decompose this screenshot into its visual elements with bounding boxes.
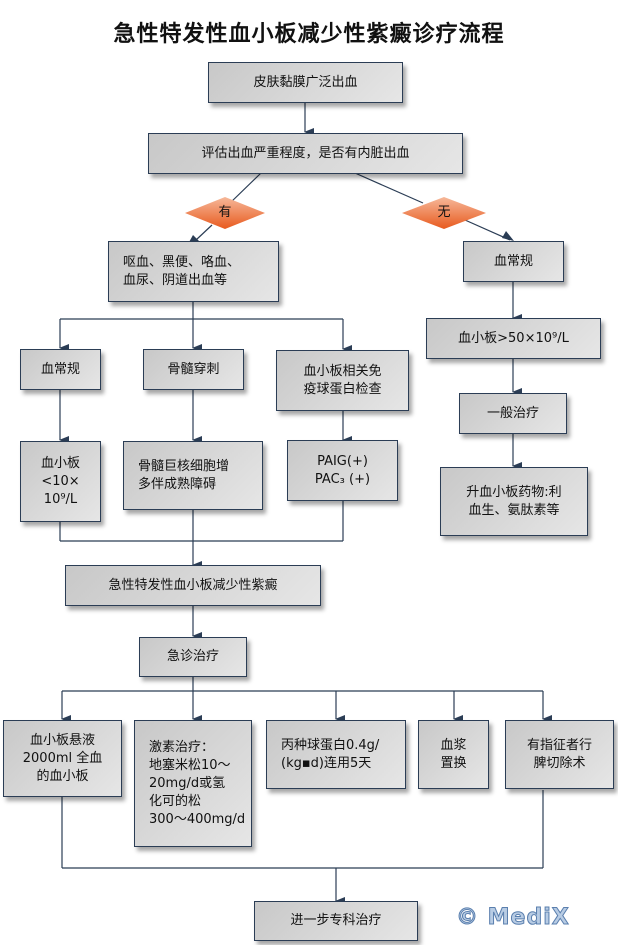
node-platelet-transfusion: 血小板悬液 2000ml 全血 的血小板	[3, 720, 122, 797]
decision-no-label: 无	[437, 205, 451, 220]
arrow-no-routine	[464, 219, 511, 241]
node-emergency: 急诊治疗	[139, 637, 247, 677]
node-visceral-bleeding: 呕血、黑便、咯血、 血尿、阴道出血等	[108, 241, 279, 302]
node-marrow-result: 骨髓巨核细胞增 多伴成熟障碍	[123, 441, 263, 510]
node-diagnosis: 急性特发性血小板减少性紫癜	[65, 565, 321, 606]
node-blood-routine-left: 血常规	[20, 349, 101, 390]
node-platelet-high: 血小板>50×10⁹/L	[426, 318, 601, 359]
node-platelet-drugs: 升血小板药物:利 血生、氨肽素等	[440, 467, 588, 536]
node-splenectomy: 有指征者行 脾切除术	[505, 720, 614, 789]
node-assess: 评估出血严重程度，是否有内脏出血	[148, 133, 463, 174]
node-ivig: 丙种球蛋白0.4g/ (kg▪d)连用5天	[266, 720, 406, 789]
node-paig-result: PAIG(+) PAC₃ (+)	[287, 440, 398, 501]
node-further-treatment: 进一步专科治疗	[254, 901, 418, 941]
node-start: 皮肤黏膜广泛出血	[208, 62, 403, 103]
arrow-yes-visceral	[195, 224, 213, 241]
arrowhead-no	[502, 231, 514, 241]
diamond-shape	[402, 197, 486, 229]
arrow-assess-yes	[227, 172, 262, 206]
decision-yes-label: 有	[218, 205, 232, 220]
node-steroid: 激素治疗： 地塞米松10～ 20mg/d或氢 化可的松 300～400mg/d	[134, 720, 252, 847]
node-plasma-exchange: 血浆 置换	[418, 720, 489, 789]
page-title: 急性特发性血小板减少性紫癜诊疗流程	[113, 22, 505, 47]
diamond-shape	[185, 197, 265, 229]
node-platelet-low: 血小板 <10× 10⁹/L	[20, 441, 101, 522]
decision-yes: 有	[185, 197, 265, 229]
node-antibody-test: 血小板相关免 疫球蛋白检查	[276, 350, 409, 411]
node-general-treatment: 一般治疗	[459, 393, 567, 434]
node-blood-routine-right: 血常规	[463, 241, 564, 282]
node-bone-marrow: 骨髓穿刺	[143, 349, 244, 390]
watermark-logo: © MediX	[456, 905, 570, 931]
decision-no: 无	[402, 197, 486, 229]
arrow-assess-no	[354, 172, 424, 204]
